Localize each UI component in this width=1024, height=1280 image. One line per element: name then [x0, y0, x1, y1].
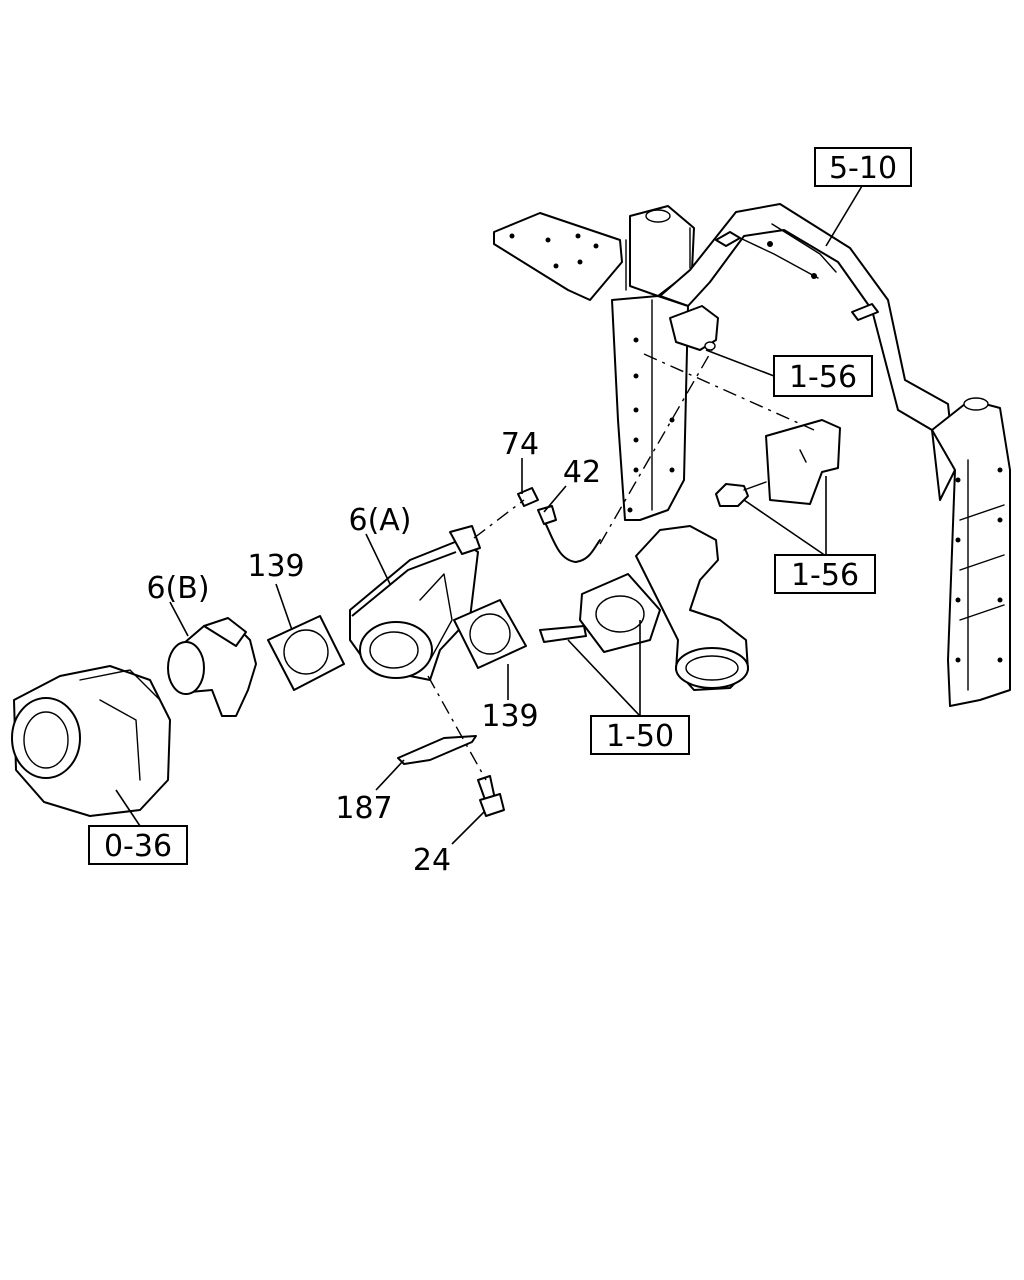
- callout-42[interactable]: 42: [563, 455, 601, 490]
- leader-5-10: [825, 185, 863, 247]
- callout-5-10[interactable]: 5-10: [814, 147, 912, 187]
- assembly-line-3: [643, 353, 815, 431]
- svg-text:1-56: 1-56: [789, 360, 857, 395]
- assembly-line-4: [427, 675, 487, 781]
- sensor-74: [517, 487, 539, 507]
- leader-1-50: [567, 620, 641, 717]
- frame-assembly: [493, 203, 1011, 707]
- rivet-holes: [509, 233, 1003, 663]
- svg-text:1-50: 1-50: [606, 719, 674, 754]
- exhaust-pipe: [539, 525, 749, 691]
- callout-1-50[interactable]: 1-50: [590, 715, 690, 755]
- egr-valve: [349, 525, 481, 681]
- callout-0-36[interactable]: 0-36: [88, 825, 188, 865]
- leader-187: [375, 759, 405, 791]
- svg-text:1-56: 1-56: [791, 558, 859, 593]
- callout-6b[interactable]: 6(B): [146, 571, 209, 606]
- leader-6a: [365, 533, 391, 585]
- gasket-left: [267, 615, 345, 691]
- leader-1-56-bottom: [743, 476, 827, 557]
- callout-1-56-bottom[interactable]: 1-56: [774, 554, 876, 594]
- leader-139-left: [275, 583, 293, 631]
- callout-24[interactable]: 24: [413, 843, 451, 878]
- svg-text:0-36: 0-36: [104, 829, 172, 864]
- bracket-187: [397, 735, 477, 765]
- leader-42: [543, 485, 567, 513]
- leader-6b: [169, 601, 189, 637]
- harness-42: [537, 505, 601, 563]
- turbocharger: [11, 665, 171, 817]
- assembly-line-2: [599, 349, 713, 545]
- gasket-right: [453, 599, 527, 669]
- callout-6a[interactable]: 6(A): [348, 503, 411, 538]
- callout-187[interactable]: 187: [335, 791, 392, 826]
- assembly-line-1: [473, 499, 525, 539]
- bolt-24: [477, 775, 505, 817]
- leader-24: [451, 811, 485, 845]
- leader-1-56-top: [705, 349, 775, 377]
- svg-text:5-10: 5-10: [829, 151, 897, 186]
- callout-139-left[interactable]: 139: [247, 549, 304, 584]
- callout-1-56-top[interactable]: 1-56: [773, 355, 873, 397]
- callout-139-right[interactable]: 139: [481, 699, 538, 734]
- leader-0-36: [115, 789, 141, 827]
- callout-74[interactable]: 74: [501, 427, 539, 462]
- intake-throttle: [167, 617, 257, 717]
